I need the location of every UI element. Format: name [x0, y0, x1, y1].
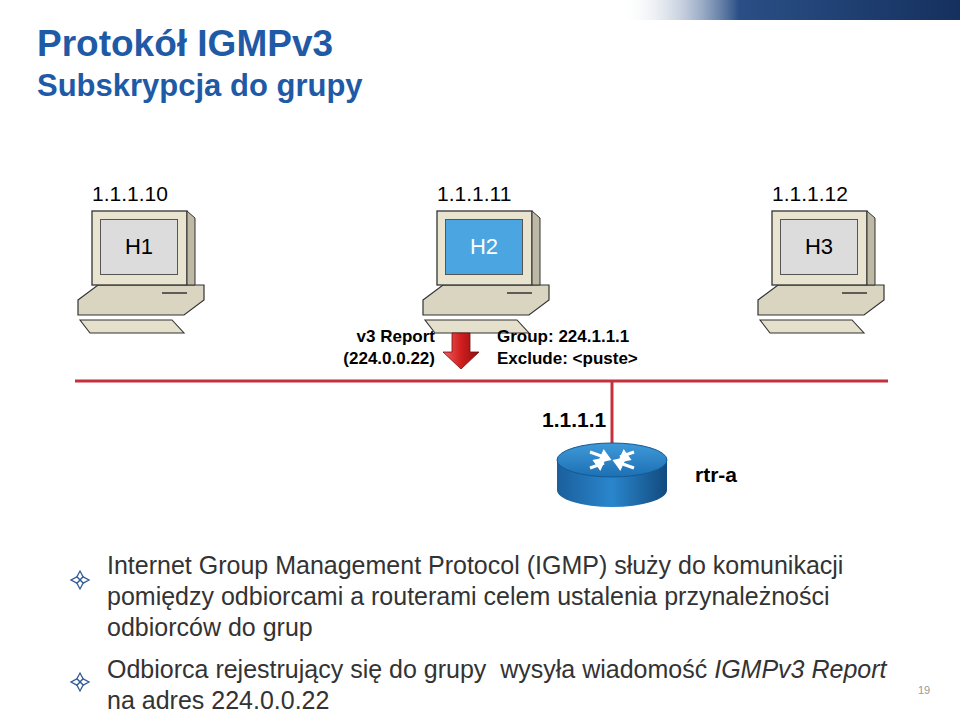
bullet-paragraph: Odbiorca rejestrujący się do grupy wysył…: [107, 654, 907, 716]
ip-address: 1.1.1.10: [92, 182, 198, 206]
message-content: Group: 224.1.1.1 Exclude: <puste>: [497, 326, 697, 370]
page-number: 19: [918, 684, 930, 696]
message-label: v3 Report (224.0.0.22): [320, 326, 435, 370]
computer-icon: [78, 211, 204, 333]
host-computer: 1.1.1.11H2: [433, 182, 543, 275]
computer-icon: [423, 211, 549, 333]
router-drop: [611, 381, 614, 448]
bullet-text: Internet Group Management Protocol (IGMP…: [107, 550, 907, 643]
computer-icon: [758, 211, 884, 333]
screen: H2: [445, 219, 523, 275]
bullet-symbols: [71, 571, 89, 691]
header-band: [620, 0, 960, 20]
host-name: H1: [125, 234, 153, 260]
report-arrow: [443, 333, 479, 369]
bullet-star: [71, 673, 89, 691]
lan-segment: [75, 380, 888, 383]
bullet-text-italic: IGMPv3 Report: [714, 655, 886, 683]
screen: H1: [100, 219, 178, 275]
slide-subtitle: Subskrypcja do grupy: [37, 68, 363, 104]
screen: H3: [780, 219, 858, 275]
router: 1.1.1.1 rtr-a: [535, 405, 755, 515]
ip-address: 1.1.1.12: [772, 182, 878, 206]
bullet-text: Odbiorca rejestrujący się do grupy wysył…: [107, 655, 714, 683]
host-computer: 1.1.1.12H3: [768, 182, 878, 275]
router-symbol: [557, 443, 667, 507]
host-name: H3: [805, 234, 833, 260]
ip-address: 1.1.1.11: [437, 182, 543, 206]
router-ip: 1.1.1.1: [540, 408, 608, 432]
bullet-star: [71, 571, 89, 589]
host-name: H2: [470, 234, 498, 260]
slide-title: Protokół IGMPv3: [37, 22, 333, 66]
host-computer: 1.1.1.10H1: [88, 182, 198, 275]
computer-icons: [78, 211, 884, 333]
router-name: rtr-a: [695, 463, 737, 487]
